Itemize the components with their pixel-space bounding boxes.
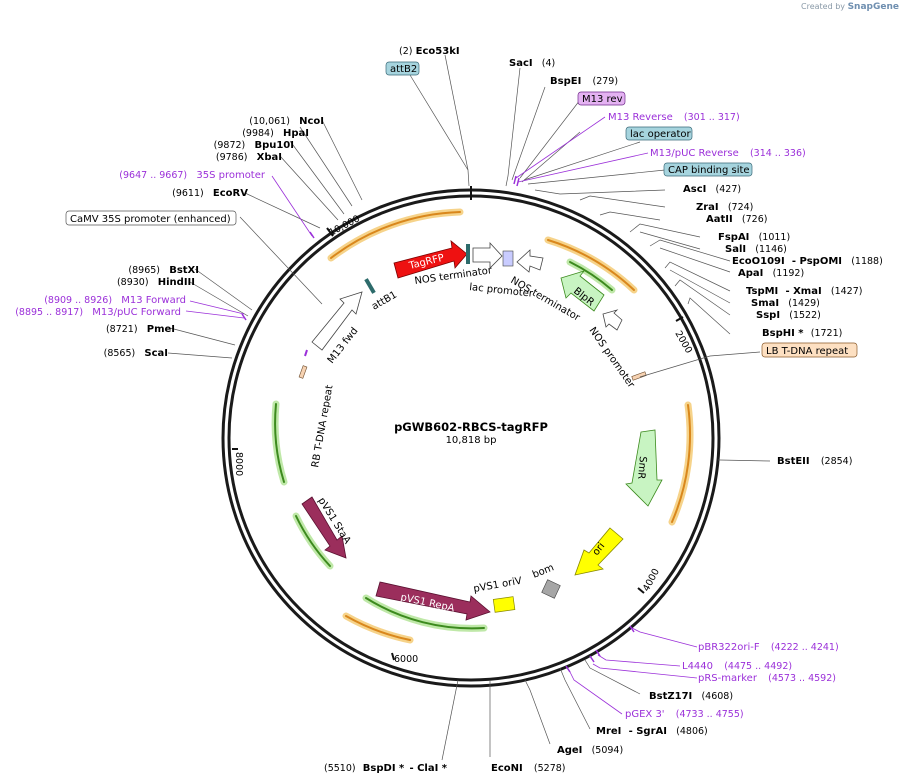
feature-nos-terminator-arrow: [472, 241, 503, 269]
m13-fwd-primer-mark: [304, 349, 308, 357]
tick-label-6000: 6000: [394, 654, 418, 665]
feature-bom: [541, 579, 561, 599]
box-lac-operator: lac operator: [625, 126, 693, 141]
site-labels-left: (8565) ScaI (8721) PmeI (8930) HindIII (…: [104, 116, 324, 359]
primer-m13-reverse: M13 Reverse (301 .. 317): [608, 112, 740, 123]
feature-rb-tdna-mark: [298, 365, 308, 379]
camv-label: CaMV 35S promoter (enhanced): [70, 214, 231, 225]
site-sali: SalI (1146): [725, 244, 787, 255]
credit-prefix: Created by: [801, 2, 846, 11]
primer-35s-promoter: (9647 .. 9667) 35S promoter: [119, 170, 266, 181]
box-lb-tdna: LB T-DNA repeat: [761, 342, 858, 358]
site-ecoo109i: EcoO109I - PspOMI (1188): [732, 256, 883, 267]
nos-promoter-label: NOS promoter: [587, 325, 637, 390]
bom-label: bom: [531, 562, 556, 581]
attb1-label: attB1: [370, 289, 399, 312]
lb-tdna-label: LB T-DNA repeat: [766, 346, 848, 357]
primer-prs-marker: pRS-marker (4573 .. 4592): [698, 673, 836, 684]
feature-ori: ori: [574, 527, 624, 576]
site-bstz17i: BstZ17I (4608): [649, 691, 733, 702]
box-cap-binding: CAP binding site: [663, 162, 753, 177]
site-pmei: (8721) PmeI: [106, 324, 175, 335]
site-hindiii: (8930) HindIII: [117, 277, 195, 288]
primer-m13-puc-reverse: M13/pUC Reverse (314 .. 336): [650, 148, 806, 159]
site-hpai: (9984) HpaI: [242, 128, 309, 139]
site-zrai: ZraI (724): [696, 202, 753, 213]
primer-leader-lines: [185, 116, 698, 715]
smr-label: SmR: [635, 456, 648, 480]
site-apai: ApaI (1192): [738, 268, 804, 279]
site-smai: SmaI (1429): [751, 298, 820, 309]
feature-lb-tdna-mark: [631, 371, 647, 381]
site-econi: EcoNI (5278): [491, 763, 566, 774]
site-saci: SacI (4): [509, 58, 555, 69]
plasmid-name: pGWB602-RBCS-tagRFP: [394, 420, 548, 434]
site-fspai: FspAI (1011): [718, 232, 790, 243]
site-bspei: BspEI (279): [550, 76, 618, 87]
site-labels-right: (2) Eco53kI SacI (4) BspEI (279) AscI (4…: [324, 46, 883, 774]
primer-marks: [241, 175, 635, 673]
snapgene-logo-text: SnapGene: [847, 2, 899, 12]
feature-m13-fwd: [311, 291, 363, 351]
box-m13rev: M13 rev: [577, 91, 626, 106]
orf-arcs: [327, 208, 694, 644]
feature-nos-promoter-arrow: [602, 309, 623, 331]
feature-attb2-mark: [466, 244, 470, 264]
green-arcs: [271, 258, 616, 632]
box-camv: CaMV 35S promoter (enhanced): [65, 210, 237, 226]
primer-labels-left: (8895 .. 8917) M13/pUC Forward (8909 .. …: [15, 170, 266, 318]
primer-labels: M13 Reverse (301 .. 317) M13/pUC Reverse…: [608, 112, 839, 720]
site-bsphi: BspHI * (1721): [762, 328, 842, 339]
site-tspmi: TspMI - XmaI (1427): [746, 286, 862, 297]
site-bspdi: (5510) BspDI * - ClaI *: [324, 763, 448, 774]
feature-attb1-mark: [364, 278, 376, 294]
site-xbai: (9786) XbaI: [216, 152, 282, 163]
plasmid-size: 10,818 bp: [446, 435, 497, 446]
position-ticks: [232, 186, 684, 661]
lac-operator-label: lac operator: [630, 129, 691, 140]
feature-lac-stack: [502, 250, 514, 267]
site-mrei: MreI - SgrAI (4806): [596, 726, 708, 737]
attb2-label: attB2: [390, 64, 417, 75]
site-sspi: SspI (1522): [756, 310, 821, 321]
site-bsteii: BstEII (2854): [777, 456, 852, 467]
feature-nos-terminator-arrow-2: [516, 249, 544, 273]
site-ecorv: (9611) EcoRV: [172, 188, 248, 199]
site-ncoi: (10,061) NcoI: [249, 116, 324, 127]
primer-pbr322ori-f: pBR322ori-F (4222 .. 4241): [698, 642, 839, 653]
feature-smr: SmR: [625, 429, 663, 507]
feature-pvs1-oriv: [492, 596, 516, 613]
cap-binding-label: CAP binding site: [668, 165, 750, 176]
box-attb2: attB2: [385, 61, 420, 76]
site-bpu10i: (9872) Bpu10I: [214, 140, 294, 151]
site-asci: AscI (427): [683, 184, 741, 195]
site-bstxi: (8965) BstXI: [128, 265, 199, 276]
site-aatii: AatII (726): [706, 214, 767, 225]
snapgene-credit: Created by SnapGene: [801, 2, 899, 12]
feature-pvs1-staa: [301, 496, 347, 559]
leader-lines: [167, 54, 771, 761]
pvs1-oriv-label: pVS1 oriV: [473, 576, 523, 595]
primer-m13-puc-forward: (8895 .. 8917) M13/pUC Forward: [15, 307, 181, 318]
site-agei: AgeI (5094): [557, 745, 623, 756]
site-scai: (8565) ScaI: [104, 348, 168, 359]
tick-label-2000: 2000: [672, 329, 694, 355]
primer-m13-forward: (8909 .. 8926) M13 Forward: [44, 295, 186, 306]
m13rev-label: M13 rev: [582, 94, 623, 105]
primer-l4440: L4440 (4475 .. 4492): [682, 661, 792, 672]
primer-pgex-3: pGEX 3' (4733 .. 4755): [625, 709, 744, 720]
site-eco53ki: (2) Eco53kI: [399, 46, 460, 57]
tick-label-8000: 8000: [233, 452, 244, 476]
rb-tdna-label: RB T-DNA repeat: [310, 384, 335, 468]
